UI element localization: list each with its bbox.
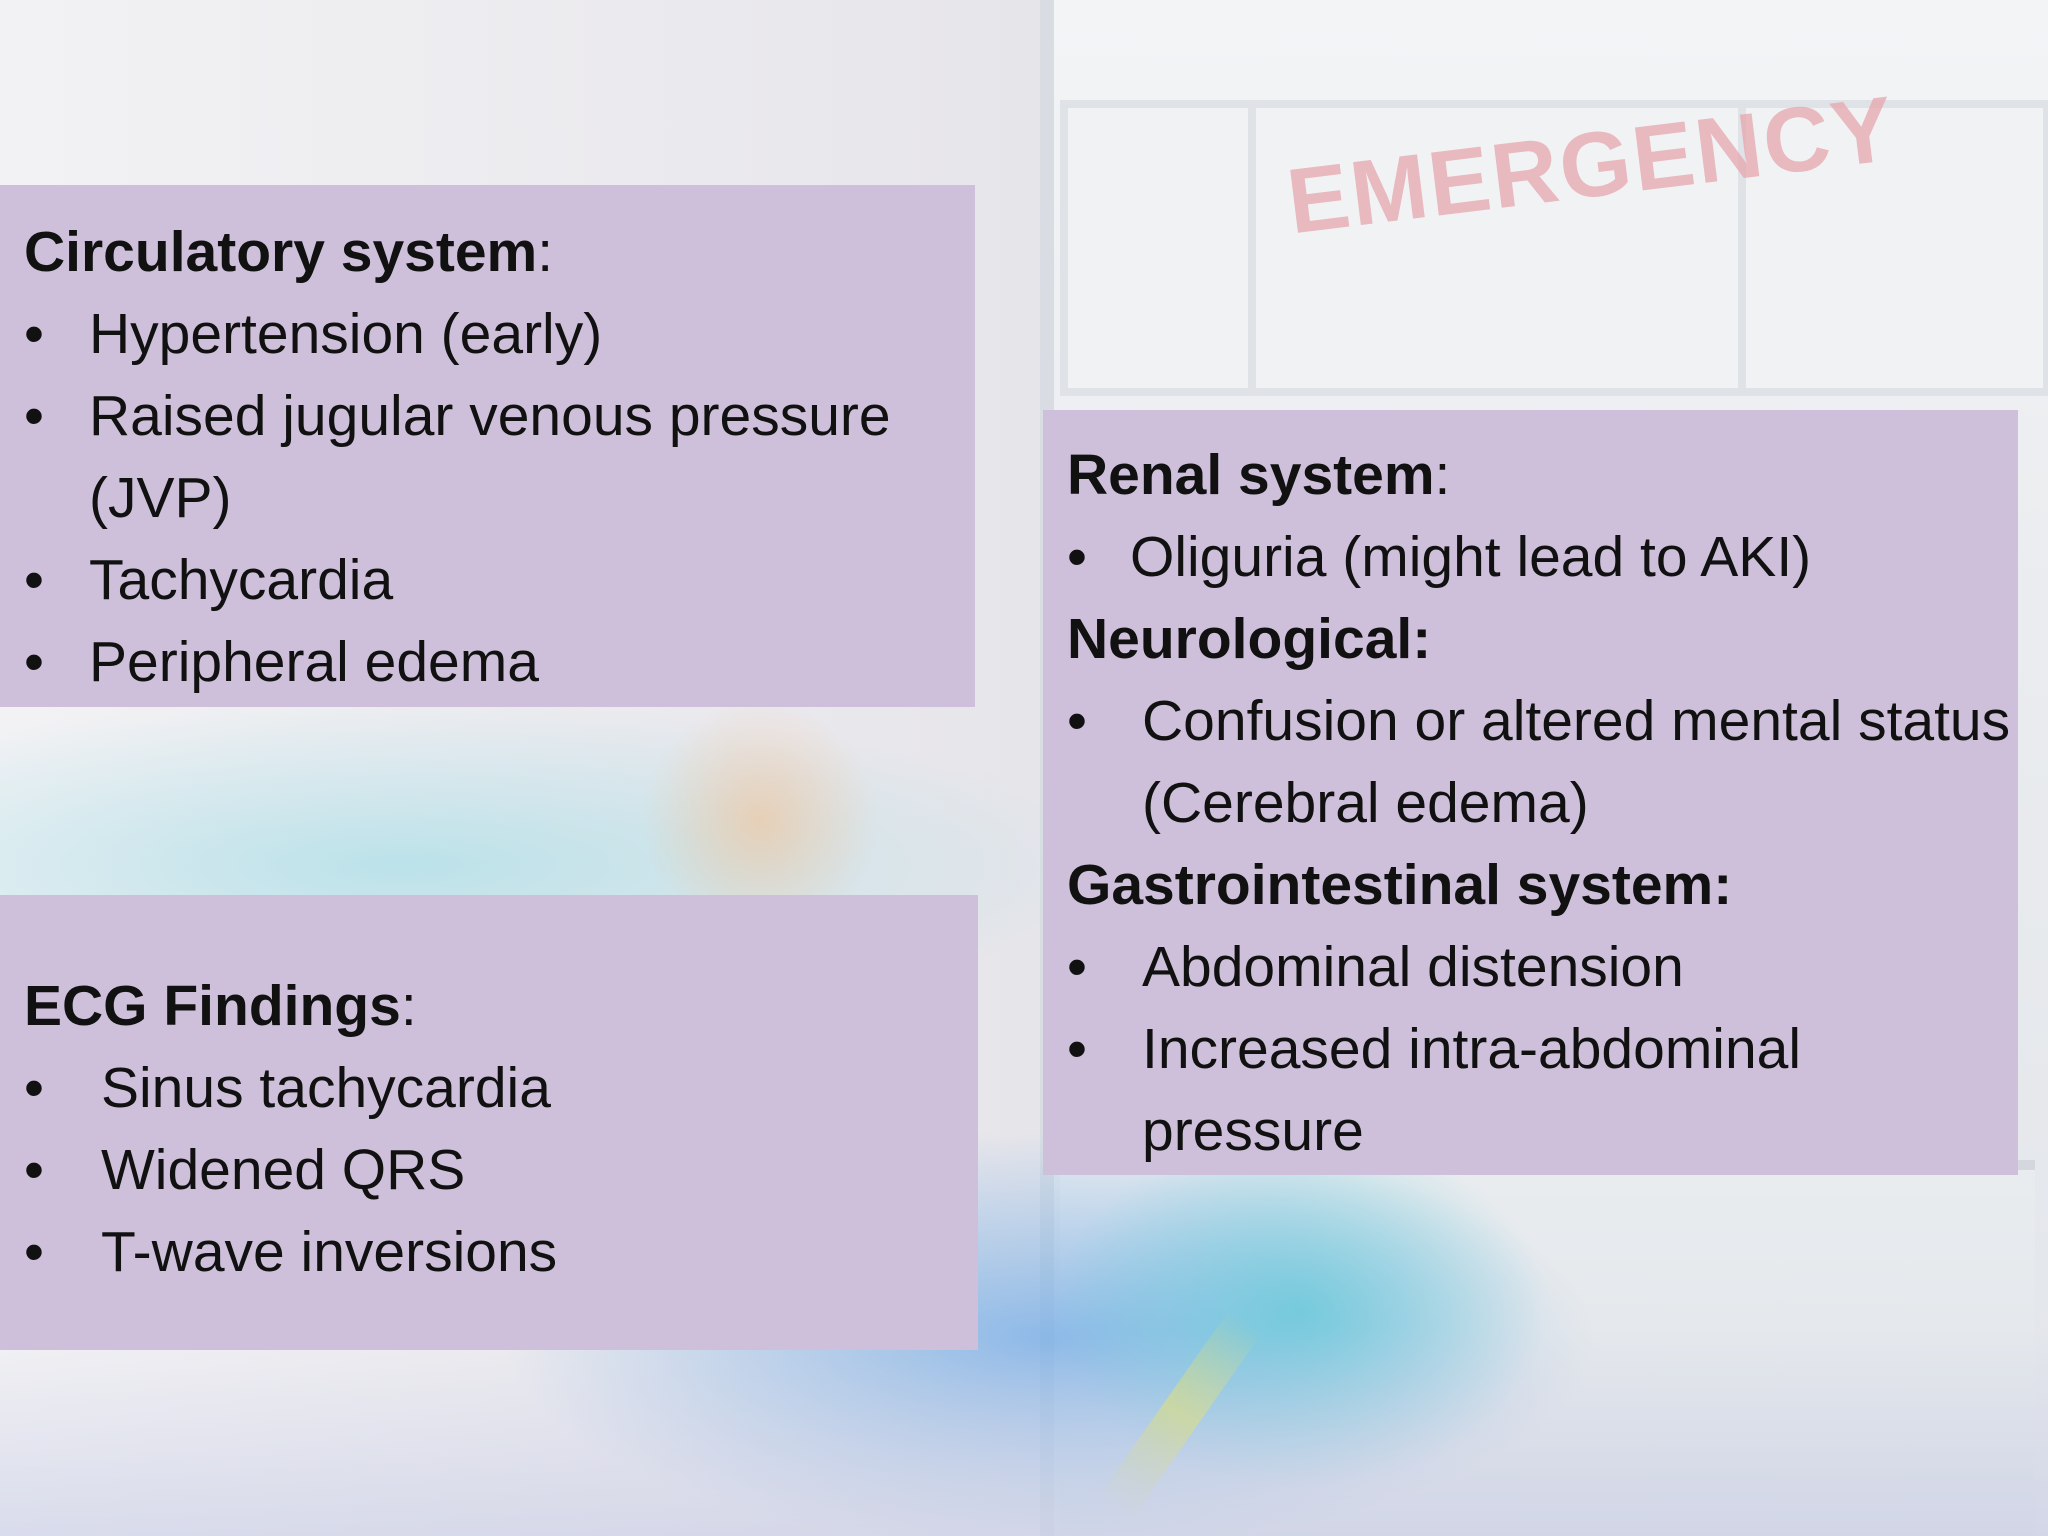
ecg-heading-text: ECG Findings — [24, 974, 401, 1038]
list-item-text: Increased intra-abdominal pressure — [1142, 1017, 1802, 1163]
gastrointestinal-list: • Abdominal distension • Increased intra-a… — [1067, 926, 2018, 1172]
bullet: • — [1067, 525, 1087, 589]
list-item-text: Peripheral edema — [89, 630, 539, 694]
list-item-text: Abdominal distension — [1142, 935, 1684, 999]
list-item: • Confusion or altered mental status (Cer… — [1067, 680, 2018, 844]
bullet: • — [24, 1138, 44, 1202]
list-item: • Hypertension (early) — [24, 293, 975, 375]
heading-colon: : — [537, 220, 554, 284]
ecg-list: • Sinus tachycardia • Widened QRS • T-wave … — [24, 1047, 978, 1293]
bullet: • — [24, 1056, 44, 1120]
bullet: • — [24, 1220, 44, 1284]
renal-heading: Renal system: — [1067, 434, 2018, 516]
list-item-text: Hypertension (early) — [89, 302, 603, 366]
list-item-text: Sinus tachycardia — [101, 1056, 551, 1120]
bullet: • — [24, 630, 44, 694]
background-transom-divider — [1248, 108, 1256, 388]
bullet: • — [1067, 935, 1087, 999]
neurological-heading: Neurological: — [1067, 607, 1432, 671]
list-item: • T-wave inversions — [24, 1211, 978, 1293]
list-item: • Raised jugular venous pressure (JVP) — [24, 375, 975, 539]
list-item-text: T-wave inversions — [101, 1220, 558, 1284]
neurological-list: • Confusion or altered mental status (Cer… — [1067, 680, 2018, 844]
bullet: • — [24, 548, 44, 612]
list-item: • Tachycardia — [24, 539, 975, 621]
background-transom — [1060, 100, 2048, 396]
list-item-text: Confusion or altered mental status (Cere… — [1142, 689, 2011, 835]
list-item: • Widened QRS — [24, 1129, 978, 1211]
list-item: • Sinus tachycardia — [24, 1047, 978, 1129]
bullet: • — [1067, 689, 1087, 753]
heading-colon: : — [400, 974, 417, 1038]
renal-heading-text: Renal system — [1067, 443, 1435, 507]
circulatory-panel: Circulatory system: • Hypertension (early… — [0, 185, 975, 707]
circulatory-list: • Hypertension (early) • Raised jugular ve… — [24, 293, 975, 703]
ecg-heading: ECG Findings: — [24, 965, 978, 1047]
list-item-text: Raised jugular venous pressure (JVP) — [89, 384, 891, 530]
list-item: • Oliguria (might lead to AKI) — [1067, 516, 2018, 598]
bullet: • — [24, 302, 44, 366]
list-item: • Peripheral edema — [24, 621, 975, 703]
list-item-text: Widened QRS — [101, 1138, 466, 1202]
ecg-panel: ECG Findings: • Sinus tachycardia • Widene… — [0, 895, 978, 1350]
list-item: • Increased intra-abdominal pressure — [1067, 1008, 2018, 1172]
renal-list: • Oliguria (might lead to AKI) — [1067, 516, 2018, 598]
background-floor — [0, 1330, 2048, 1536]
list-item-text: Oliguria (might lead to AKI) — [1130, 525, 1812, 589]
gastrointestinal-heading: Gastrointestinal system: — [1067, 853, 1733, 917]
bullet: • — [24, 384, 44, 448]
list-item: • Abdominal distension — [1067, 926, 2018, 1008]
heading-colon: : — [1434, 443, 1451, 507]
circulatory-heading: Circulatory system: — [24, 211, 975, 293]
renal-neuro-gi-panel: Renal system: • Oliguria (might lead to A… — [1043, 410, 2018, 1175]
background-transom-divider — [1738, 108, 1746, 388]
list-item-text: Tachycardia — [89, 548, 394, 612]
circulatory-heading-text: Circulatory system — [24, 220, 538, 284]
bullet: • — [1067, 1017, 1087, 1081]
